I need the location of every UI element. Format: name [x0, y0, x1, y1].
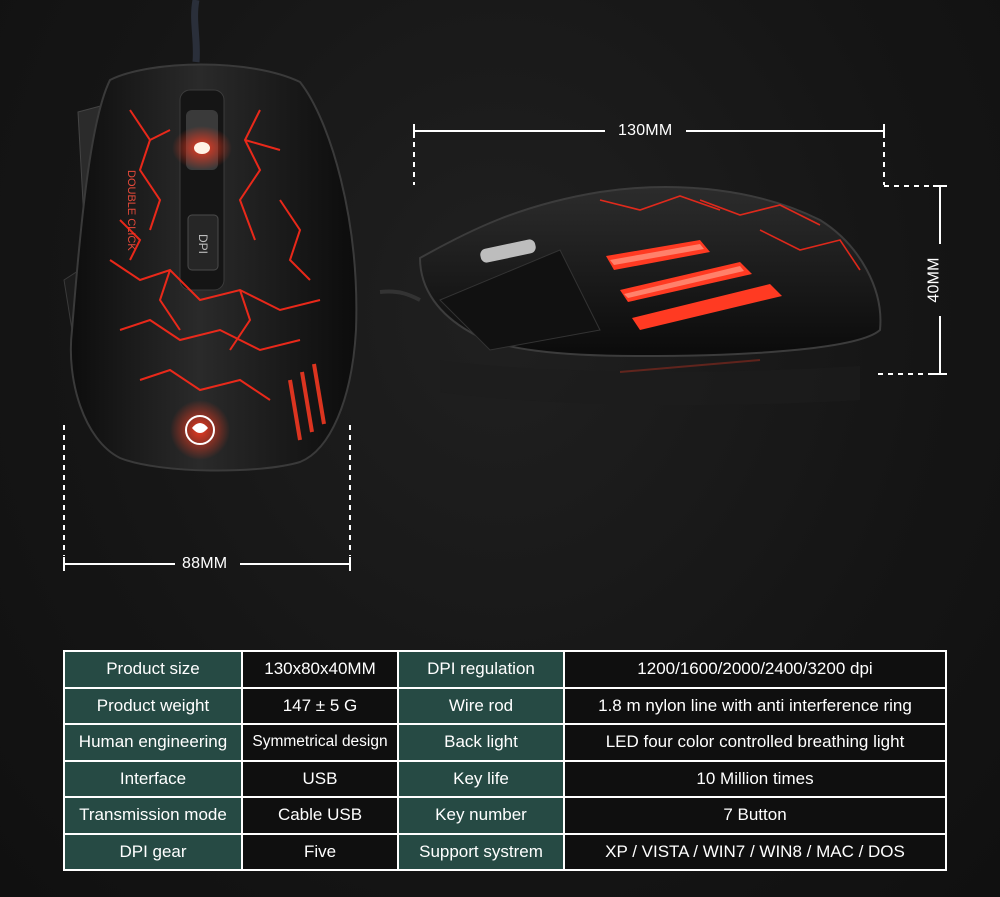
spec-label: Back light [397, 723, 565, 762]
spec-label: Transmission mode [63, 796, 243, 835]
product-illustration: DPI DOUBLE CLICK [63, 0, 947, 571]
dragon-logo-icon [185, 415, 215, 445]
spec-value: 7 Button [563, 796, 947, 835]
spec-value: Five [241, 832, 399, 871]
spec-label: Support systrem [397, 832, 565, 871]
spec-label: Key number [397, 796, 565, 835]
spec-label: Product size [63, 650, 243, 689]
spec-value: 10 Million times [563, 759, 947, 798]
table-row: Interface USB Key life 10 Million times [63, 759, 947, 798]
dimension-lines [63, 124, 947, 571]
spec-value: 1.8 m nylon line with anti interference … [563, 686, 947, 725]
length-dimension-label: 130MM [618, 122, 673, 139]
spec-label: Interface [63, 759, 243, 798]
table-row: Product weight 147 ± 5 G Wire rod 1.8 m … [63, 686, 947, 725]
spec-label: Key life [397, 759, 565, 798]
spec-value: Symmetrical design [241, 723, 399, 762]
table-row: DPI gear Five Support systrem XP / VISTA… [63, 832, 947, 871]
spec-value: 147 ± 5 G [241, 686, 399, 725]
spec-value: XP / VISTA / WIN7 / WIN8 / MAC / DOS [563, 832, 947, 871]
mouse-side-view [379, 186, 882, 406]
spec-label: Product weight [63, 686, 243, 725]
dpi-badge: DPI [196, 234, 210, 254]
spec-value: Cable USB [241, 796, 399, 835]
double-click-text: DOUBLE CLICK [125, 170, 137, 251]
width-dimension-label: 88MM [182, 555, 228, 572]
height-dimension-label: 40MM [925, 257, 943, 303]
spec-value: 1200/1600/2000/2400/3200 dpi [563, 650, 947, 689]
table-row: Product size 130x80x40MM DPI regulation … [63, 650, 947, 689]
table-row: Transmission mode Cable USB Key number 7… [63, 796, 947, 835]
mouse-top-view: DPI DOUBLE CLICK [63, 0, 358, 472]
spec-label: DPI gear [63, 832, 243, 871]
spec-label: Wire rod [397, 686, 565, 725]
spec-label: Human engineering [63, 723, 243, 762]
spec-value: LED four color controlled breathing ligh… [563, 723, 947, 762]
spec-label: DPI regulation [397, 650, 565, 689]
spec-table: Product size 130x80x40MM DPI regulation … [63, 650, 947, 871]
crack-pattern [109, 109, 321, 401]
spec-value: USB [241, 759, 399, 798]
spec-value: 130x80x40MM [241, 650, 399, 689]
table-row: Human engineering Symmetrical design Bac… [63, 723, 947, 762]
